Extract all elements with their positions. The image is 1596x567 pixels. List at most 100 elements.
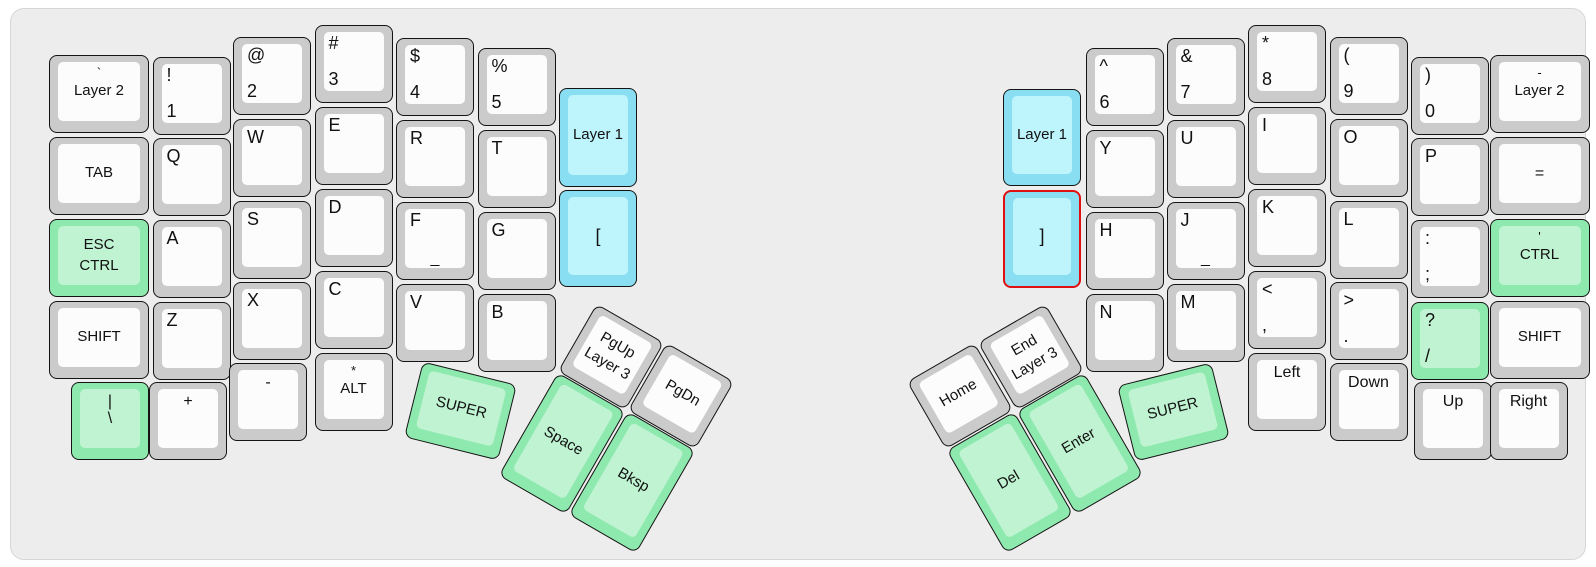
key-l[interactable]: L: [1329, 201, 1408, 279]
key-legend: *: [350, 363, 357, 378]
key-legend: C: [328, 279, 342, 299]
keycap-surface: TAB: [58, 144, 140, 203]
key-period[interactable]: >.: [1329, 282, 1408, 360]
key-0[interactable]: )0: [1411, 57, 1489, 135]
key-legend: !: [166, 65, 172, 85]
key-legend: _: [1201, 250, 1210, 267]
key-n[interactable]: N: [1085, 294, 1164, 372]
key-semicolon[interactable]: :;: [1411, 220, 1489, 298]
key-u[interactable]: U: [1166, 120, 1245, 198]
key-1[interactable]: !1: [152, 57, 231, 135]
key-shift-right[interactable]: SHIFT: [1489, 301, 1590, 379]
key-g[interactable]: G: [477, 212, 556, 290]
key-esc-ctrl[interactable]: ESC CTRL: [49, 219, 149, 297]
key-9[interactable]: (9: [1329, 37, 1408, 115]
key-7[interactable]: &7: [1166, 38, 1245, 116]
key-f[interactable]: F_: [396, 202, 474, 280]
key-alt[interactable]: *ALT: [314, 353, 393, 431]
key-layer2-left[interactable]: `Layer 2: [49, 55, 149, 133]
key-layer2-right[interactable]: -Layer 2: [1489, 55, 1590, 133]
key-legend: R: [410, 128, 423, 148]
keycap-surface: Down: [1338, 370, 1399, 429]
key-p[interactable]: P: [1411, 138, 1489, 216]
key-super-right[interactable]: SUPER: [1116, 361, 1230, 462]
key-arrow-right[interactable]: Right: [1489, 382, 1568, 460]
key-legend: 3: [328, 69, 339, 89]
key-left-bracket[interactable]: [: [559, 190, 637, 287]
key-5[interactable]: %5: [477, 48, 556, 126]
key-legend: O: [1343, 127, 1358, 147]
key-tab[interactable]: TAB: [49, 137, 149, 215]
key-8[interactable]: *8: [1248, 25, 1326, 103]
keycap-surface: $4: [405, 45, 465, 104]
key-legend: I: [1262, 115, 1268, 135]
key-shift-left[interactable]: SHIFT: [49, 301, 149, 379]
key-plus[interactable]: +: [149, 382, 227, 460]
key-r[interactable]: R: [396, 120, 474, 198]
key-legend: TAB: [84, 164, 114, 182]
key-legend: PgDn: [662, 376, 704, 411]
keycap-surface: T: [486, 137, 547, 196]
keycap-surface: *ALT: [323, 360, 384, 419]
key-y[interactable]: Y: [1085, 130, 1164, 208]
key-a[interactable]: A: [152, 220, 231, 298]
key-2[interactable]: @2: [233, 37, 311, 115]
key-d[interactable]: D: [314, 189, 393, 267]
key-comma[interactable]: <,: [1248, 271, 1326, 349]
key-h[interactable]: H: [1085, 212, 1164, 290]
key-o[interactable]: O: [1329, 119, 1408, 197]
key-equals[interactable]: =: [1489, 137, 1590, 215]
keycap-surface: A: [161, 227, 222, 286]
key-j[interactable]: J_: [1166, 202, 1245, 280]
key-6[interactable]: ^6: [1085, 48, 1164, 126]
key-arrow-left[interactable]: Left: [1248, 353, 1326, 431]
keycap-surface: O: [1338, 126, 1399, 185]
key-arrow-up[interactable]: Up: [1414, 382, 1492, 460]
key-legend: >: [1343, 290, 1355, 310]
keycap-surface: Left: [1257, 360, 1317, 419]
keycap-surface: !1: [161, 64, 222, 123]
key-pipe-backslash[interactable]: |\: [71, 382, 149, 460]
keycap-surface: B: [486, 301, 547, 360]
key-q[interactable]: Q: [152, 138, 231, 216]
key-s[interactable]: S: [233, 201, 311, 279]
keycap-surface: &7: [1175, 45, 1236, 104]
key-legend: Layer 2: [73, 82, 125, 100]
key-layer1-left[interactable]: Layer 1: [559, 88, 637, 187]
key-w[interactable]: W: [233, 119, 311, 197]
key-legend: U: [1180, 128, 1194, 148]
keycap-surface: ^6: [1094, 55, 1155, 114]
key-c[interactable]: C: [314, 271, 393, 349]
key-m[interactable]: M: [1166, 284, 1245, 362]
key-4[interactable]: $4: [396, 38, 474, 116]
key-b[interactable]: B: [477, 294, 556, 372]
key-t[interactable]: T: [477, 130, 556, 208]
keycap-surface: X: [242, 289, 302, 348]
key-quote-ctrl[interactable]: 'CTRL: [1489, 219, 1590, 297]
key-legend: Layer 1: [572, 125, 624, 143]
key-super-left[interactable]: SUPER: [403, 361, 517, 461]
key-3[interactable]: #3: [314, 25, 393, 103]
keycap-surface: Layer 1: [568, 95, 628, 175]
key-z[interactable]: Z: [152, 302, 231, 380]
key-legend: H: [1099, 220, 1113, 240]
key-legend: |: [107, 393, 113, 410]
keycap-surface: 'CTRL: [1498, 226, 1581, 285]
key-layer1-right[interactable]: Layer 1: [1003, 89, 1081, 186]
key-e[interactable]: E: [314, 107, 393, 185]
key-slash[interactable]: ?/: [1411, 302, 1489, 380]
key-v[interactable]: V: [396, 284, 474, 362]
key-legend: 5: [491, 92, 502, 112]
key-legend: SUPER: [1145, 393, 1200, 423]
key-legend: L: [1343, 209, 1354, 229]
key-legend: <: [1262, 279, 1273, 299]
key-k[interactable]: K: [1248, 189, 1326, 267]
key-x[interactable]: X: [233, 282, 311, 360]
key-right-bracket[interactable]: ]: [1003, 190, 1081, 288]
key-minus[interactable]: -: [229, 363, 307, 441]
key-arrow-down[interactable]: Down: [1329, 363, 1408, 441]
key-i[interactable]: I: [1248, 107, 1326, 185]
keycap-surface: +: [158, 389, 218, 448]
key-legend: F: [410, 210, 421, 230]
